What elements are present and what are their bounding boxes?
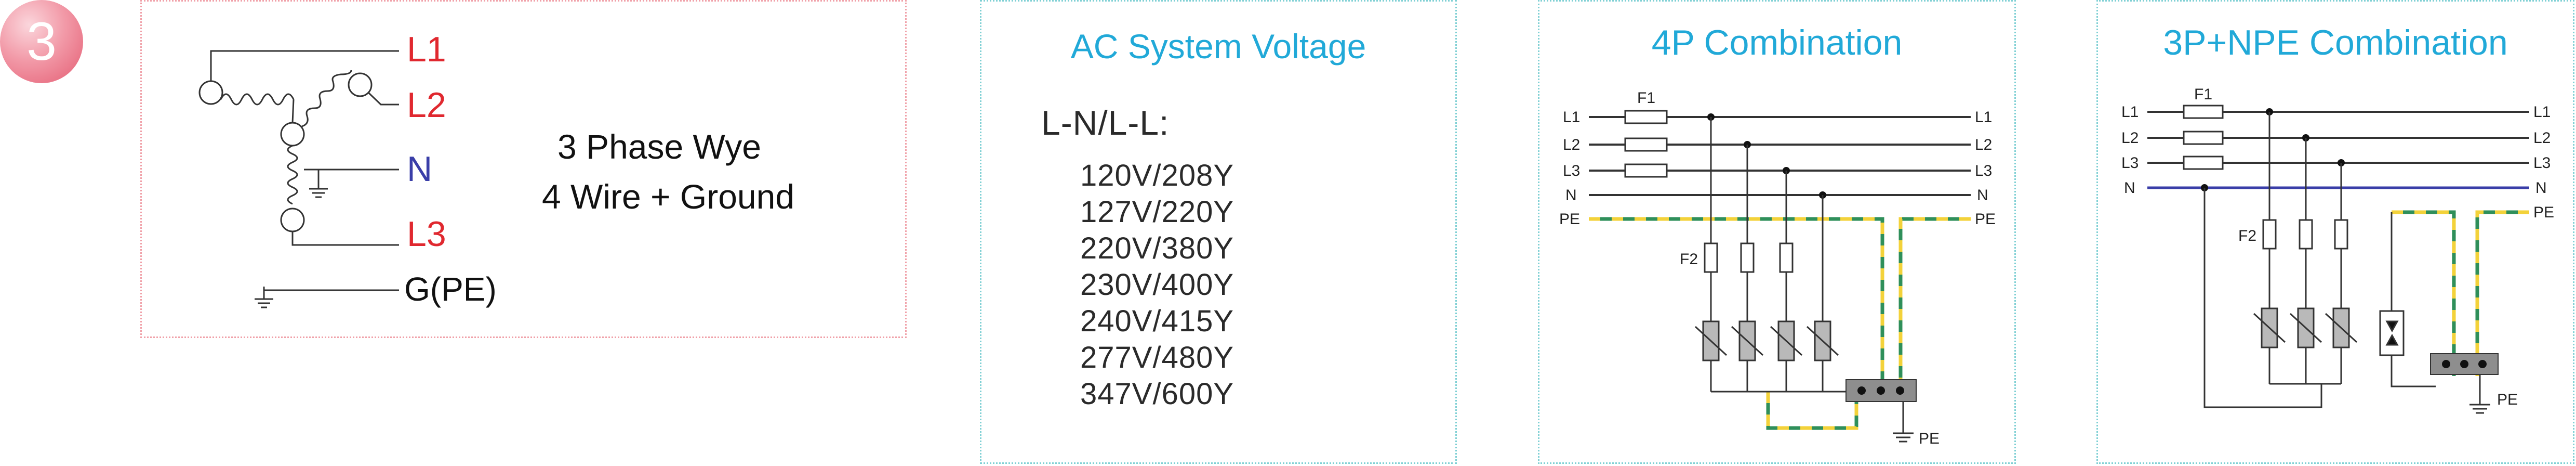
- line-label-pe-right: PE: [1975, 211, 1996, 228]
- line-label-l2-left: L2: [1563, 136, 1580, 153]
- line-label-l1-right: L1: [2533, 103, 2551, 121]
- step-number: 3: [26, 11, 57, 72]
- label-l1: L1: [407, 30, 446, 69]
- voltage-item: 220V/380Y: [1080, 231, 1234, 265]
- line-label-l3-right: L3: [2533, 154, 2551, 172]
- line-label-pe-left: PE: [1559, 211, 1580, 228]
- line-label-l2-right: L2: [2533, 130, 2551, 147]
- voltage-title: AC System Voltage: [1070, 27, 1366, 66]
- line-label-pe-right: PE: [2533, 204, 2554, 221]
- earth-label: PE: [1919, 430, 1940, 447]
- fuse-f1-label: F1: [2194, 86, 2212, 103]
- line-label-l1-left: L1: [1563, 109, 1580, 126]
- label-n: N: [407, 149, 432, 189]
- line-label-n-right: N: [1977, 187, 1988, 204]
- line-label-n-left: N: [1565, 187, 1577, 204]
- line-label-n-left: N: [2124, 179, 2135, 197]
- line-label-l1-right: L1: [1975, 109, 1992, 126]
- label-l3: L3: [407, 214, 446, 254]
- l2-coil: [301, 70, 352, 127]
- l3-wire: [291, 231, 399, 246]
- l2-terminal: [348, 72, 373, 97]
- wye-caption-line1: 3 Phase Wye: [557, 127, 761, 166]
- l1-wire: [210, 50, 399, 93]
- voltage-item: 120V/208Y: [1080, 159, 1234, 192]
- earth-label: PE: [2497, 391, 2518, 408]
- ac-voltage-panel: AC System Voltage L-N/L-L: 120V/208Y 127…: [980, 0, 1457, 464]
- line-label-l3-right: L3: [1975, 162, 1992, 179]
- wye-caption-line2: 4 Wire + Ground: [542, 177, 794, 216]
- l1-coil: [220, 93, 295, 106]
- fuse-f2-label: F2: [1680, 251, 1698, 268]
- voltage-header: L-N/L-L:: [1041, 103, 1170, 142]
- label-ground: G(PE): [404, 270, 497, 308]
- voltage-item: 230V/400Y: [1080, 268, 1234, 302]
- wye-diagram-panel: L1 L2 N L3 G(PE) 3 Phase Wye 4 Wire + Gr…: [140, 0, 907, 338]
- line-label-l1-left: L1: [2121, 103, 2139, 121]
- wye-schematic: L1 L2 N L3 G(PE) 3 Phase Wye 4 Wire + Gr…: [198, 30, 794, 308]
- center-terminal: [280, 122, 305, 147]
- ground-wire: [263, 287, 399, 291]
- l3-coil: [287, 145, 298, 205]
- line-label-n-right: N: [2535, 179, 2547, 197]
- voltage-list: 120V/208Y 127V/220Y 220V/380Y 230V/400Y …: [1080, 158, 1234, 412]
- line-label-l3-left: L3: [1563, 162, 1580, 179]
- fuse-f2-label: F2: [2238, 227, 2256, 244]
- combo-4p-panel: 4P Combination: [1538, 0, 2016, 464]
- l2-wire: [367, 92, 399, 106]
- voltage-item: 127V/220Y: [1080, 195, 1234, 229]
- combo-3pnpe-panel: 3P+NPE Combination: [2096, 0, 2574, 464]
- line-label-l2-left: L2: [2121, 130, 2139, 147]
- combo-4p-title: 4P Combination: [1651, 23, 1903, 62]
- combo-3pnpe-title: 3P+NPE Combination: [2163, 23, 2508, 62]
- label-l2: L2: [407, 85, 446, 125]
- combo-3pnpe-schematic: L1 L2 L3 N L1 L2 L3 N PE F1 F2 PE: [2121, 86, 2554, 414]
- line-label-l3-left: L3: [2121, 154, 2139, 172]
- voltage-item: 240V/415Y: [1080, 304, 1234, 338]
- combo-4p-schematic: L1 L2 L3 N PE L1 L2 L3 N PE F1 F2 PE: [1559, 89, 1996, 447]
- voltage-item: 347V/600Y: [1080, 377, 1234, 411]
- fuse-f1-label: F1: [1637, 89, 1655, 107]
- step-badge: 3: [0, 0, 83, 83]
- l3-terminal: [280, 208, 305, 232]
- line-label-l2-right: L2: [1975, 136, 1992, 153]
- l1-terminal: [198, 80, 223, 105]
- voltage-item: 277V/480Y: [1080, 341, 1234, 374]
